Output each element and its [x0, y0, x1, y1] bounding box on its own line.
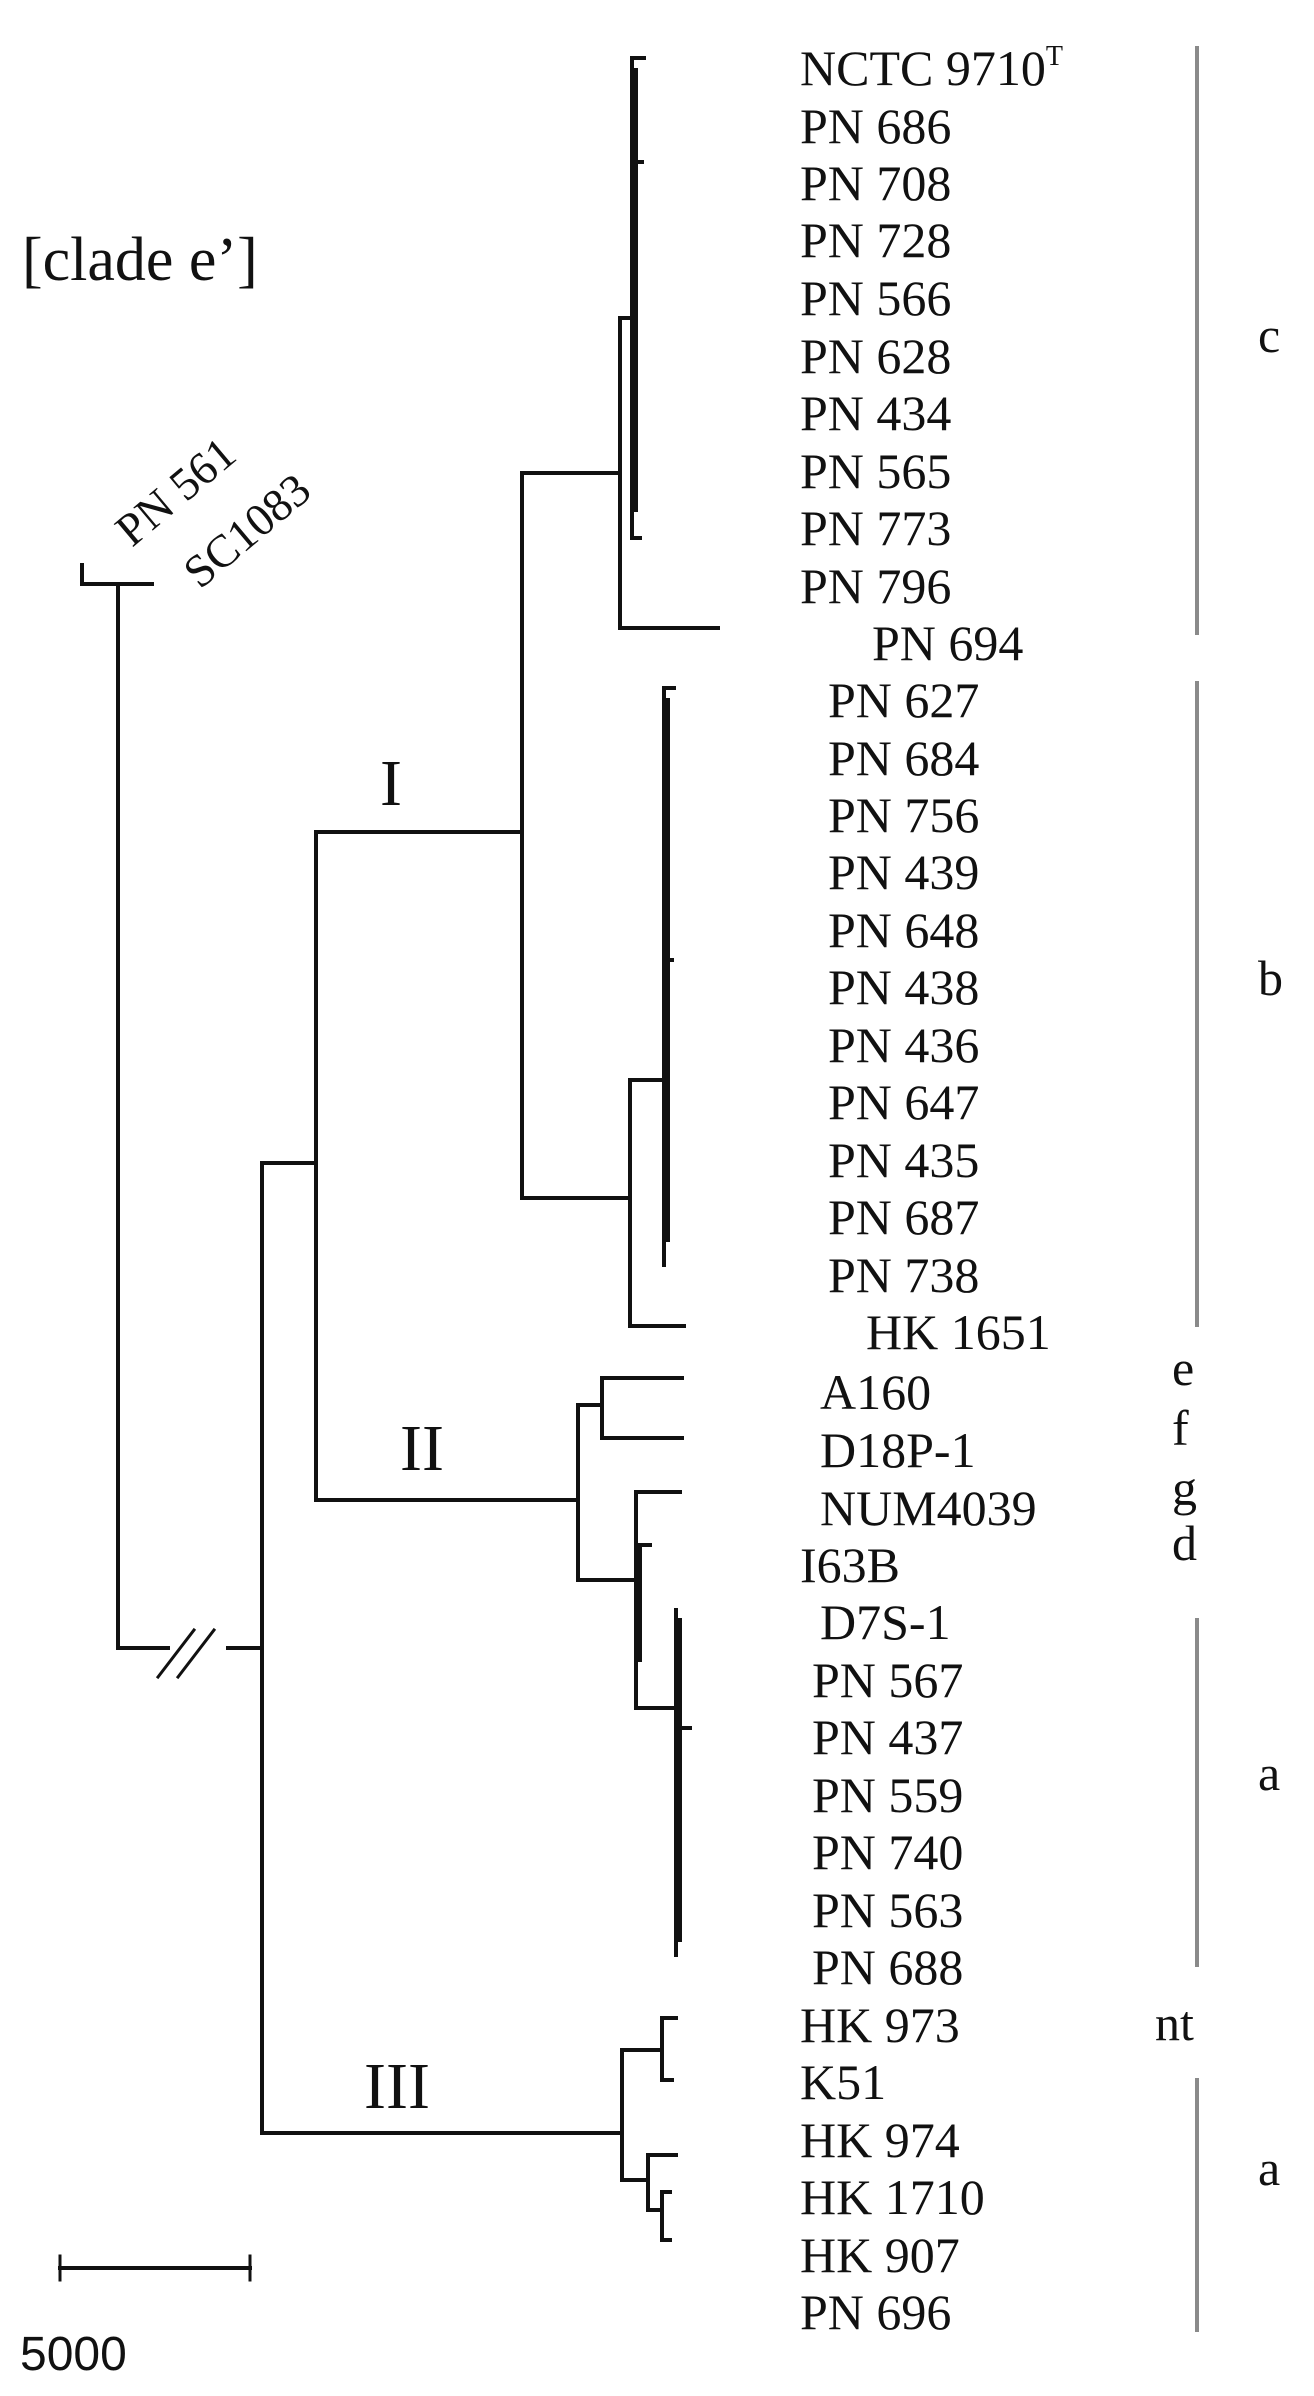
taxon-label: PN 696 [800, 2284, 951, 2340]
taxon-label: NUM4039 [820, 1480, 1037, 1536]
taxon-label: PN 435 [828, 1132, 979, 1188]
group-label: a [1258, 1745, 1280, 1801]
taxon-label: NCTC 9710T [800, 40, 1063, 96]
group-label: f [1172, 1400, 1189, 1456]
taxon-label: PN 438 [828, 959, 979, 1015]
group-label: a [1258, 2140, 1280, 2196]
scale-bar-label: 5000 [20, 2328, 127, 2381]
taxon-label: HK 1651 [866, 1304, 1051, 1360]
taxon-label: PN 728 [800, 212, 951, 268]
taxon-label: HK 973 [800, 1997, 960, 2053]
taxon-label: PN 434 [800, 385, 951, 441]
taxon-label: I63B [800, 1537, 900, 1593]
taxon-label: PN 738 [828, 1247, 979, 1303]
taxon-label: A160 [820, 1364, 931, 1420]
taxon-label: PN 647 [828, 1074, 979, 1130]
group-label: d [1172, 1515, 1197, 1571]
taxon-label: PN 756 [828, 787, 979, 843]
taxon-label: PN 559 [812, 1767, 963, 1823]
taxon-label: PN 439 [828, 844, 979, 900]
taxon-label: PN 684 [828, 730, 979, 786]
taxon-label: PN 708 [800, 155, 951, 211]
taxon-label: PN 436 [828, 1017, 979, 1073]
taxon-label: PN 566 [800, 270, 951, 326]
group-label: e [1172, 1340, 1194, 1396]
taxon-label: HK 974 [800, 2112, 960, 2168]
taxon-label: PN 686 [800, 98, 951, 154]
clade-label-III: III [364, 2050, 430, 2123]
group-label: nt [1155, 1995, 1194, 2051]
clade-label-I: I [380, 747, 402, 820]
taxon-label: PN 627 [828, 672, 979, 728]
taxon-label: PN 648 [828, 902, 979, 958]
taxon-label: K51 [800, 2054, 886, 2110]
taxon-label: PN 437 [812, 1709, 963, 1765]
group-label: g [1172, 1460, 1197, 1516]
scale-bar: 5000 [20, 2254, 252, 2381]
taxon-label: D18P-1 [820, 1422, 976, 1478]
axis-break-mark-1 [155, 1627, 197, 1680]
taxon-label: HK 907 [800, 2227, 960, 2283]
taxon-label: PN 563 [812, 1882, 963, 1938]
taxon-label: PN 740 [812, 1824, 963, 1880]
taxon-label: PN 688 [812, 1939, 963, 1995]
group-label: b [1258, 950, 1283, 1006]
taxon-label: PN 567 [812, 1652, 963, 1708]
clade-label-II: II [400, 1412, 444, 1485]
ingroup-branches [260, 56, 720, 2242]
taxon-label: PN 687 [828, 1189, 979, 1245]
tree-title: [clade e’] [22, 226, 258, 294]
taxon-label: D7S-1 [820, 1594, 951, 1650]
group-label: c [1258, 307, 1280, 363]
taxon-label: PN 565 [800, 443, 951, 499]
taxon-label: PN 773 [800, 500, 951, 556]
taxon-label: PN 694 [872, 615, 1023, 671]
taxon-label: PN 796 [800, 558, 951, 614]
axis-break-mark-2 [175, 1627, 217, 1680]
taxon-label: HK 1710 [800, 2169, 985, 2225]
taxon-label: PN 628 [800, 328, 951, 384]
outgroup-branches [80, 563, 264, 1680]
